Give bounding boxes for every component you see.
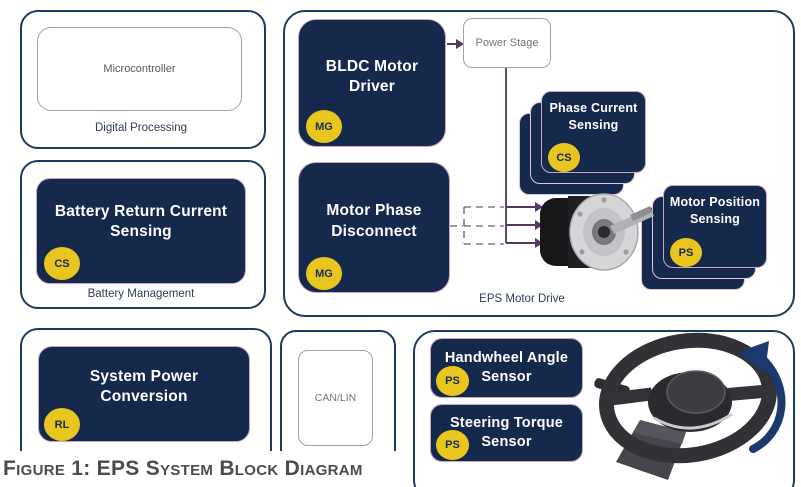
battery-return-current-sensing-title: Battery Return Current Sensing xyxy=(54,202,228,240)
system-power-conversion-title: System Power Conversion xyxy=(89,367,199,405)
battery-return-current-sensing-block: Battery Return Current Sensing xyxy=(36,178,246,284)
steering-torque-sensor-title: Steering Torque Sensor xyxy=(449,414,564,450)
can-lin-label: CAN/LIN xyxy=(314,392,357,404)
digital-processing-label: Digital Processing xyxy=(94,122,188,134)
rl-badge: RL xyxy=(44,408,80,441)
mg-badge: MG xyxy=(306,257,342,290)
power-stage-label: Power Stage xyxy=(475,37,539,49)
digital-processing-container xyxy=(20,10,266,149)
power-conversion-container xyxy=(20,328,272,487)
motor-position-sensing-title: Motor Position Sensing xyxy=(669,195,761,226)
handwheel-angle-sensor-title: Handwheel Angle Sensor xyxy=(444,349,569,385)
bldc-motor-photo xyxy=(540,193,654,271)
microcontroller-label: Microcontroller xyxy=(103,63,176,75)
mg-badge: MG xyxy=(306,110,342,143)
motor-phase-disconnect-title: Motor Phase Disconnect xyxy=(326,202,422,240)
steering-wheel-rim xyxy=(599,332,777,464)
ps-badge: PS xyxy=(670,238,702,267)
steering-sensors-container xyxy=(413,330,795,487)
motor-phase-disconnect-block: Motor Phase Disconnect xyxy=(298,162,450,293)
rotation-arrow xyxy=(738,341,786,453)
ps-badge: PS xyxy=(436,366,469,396)
phase-current-sensing-title: Phase Current Sensing xyxy=(549,101,638,132)
cs-badge: CS xyxy=(44,247,80,280)
power-stage-block: Power Stage xyxy=(463,18,551,68)
wheel-trim-highlight xyxy=(653,412,733,430)
battery-management-label: Battery Management xyxy=(87,288,195,300)
airbag-pad xyxy=(666,370,726,414)
battery-management-container xyxy=(20,160,266,309)
eps-motor-drive-container xyxy=(283,10,795,317)
figure-caption-text: Figure 1: EPS System Block Diagram xyxy=(3,457,363,480)
steering-wheel-photo xyxy=(594,332,786,480)
eps-motor-drive-label: EPS Motor Drive xyxy=(479,293,565,305)
microcontroller-block: Microcontroller xyxy=(37,27,242,111)
figure-caption: Figure 1: EPS System Block Diagram xyxy=(0,451,398,487)
ps-badge: PS xyxy=(436,430,469,460)
bldc-motor-driver-title: BLDC Motor Driver xyxy=(325,57,419,95)
can-lin-block: CAN/LIN xyxy=(298,350,373,446)
cs-badge: CS xyxy=(548,143,580,172)
comms-container xyxy=(280,330,396,487)
